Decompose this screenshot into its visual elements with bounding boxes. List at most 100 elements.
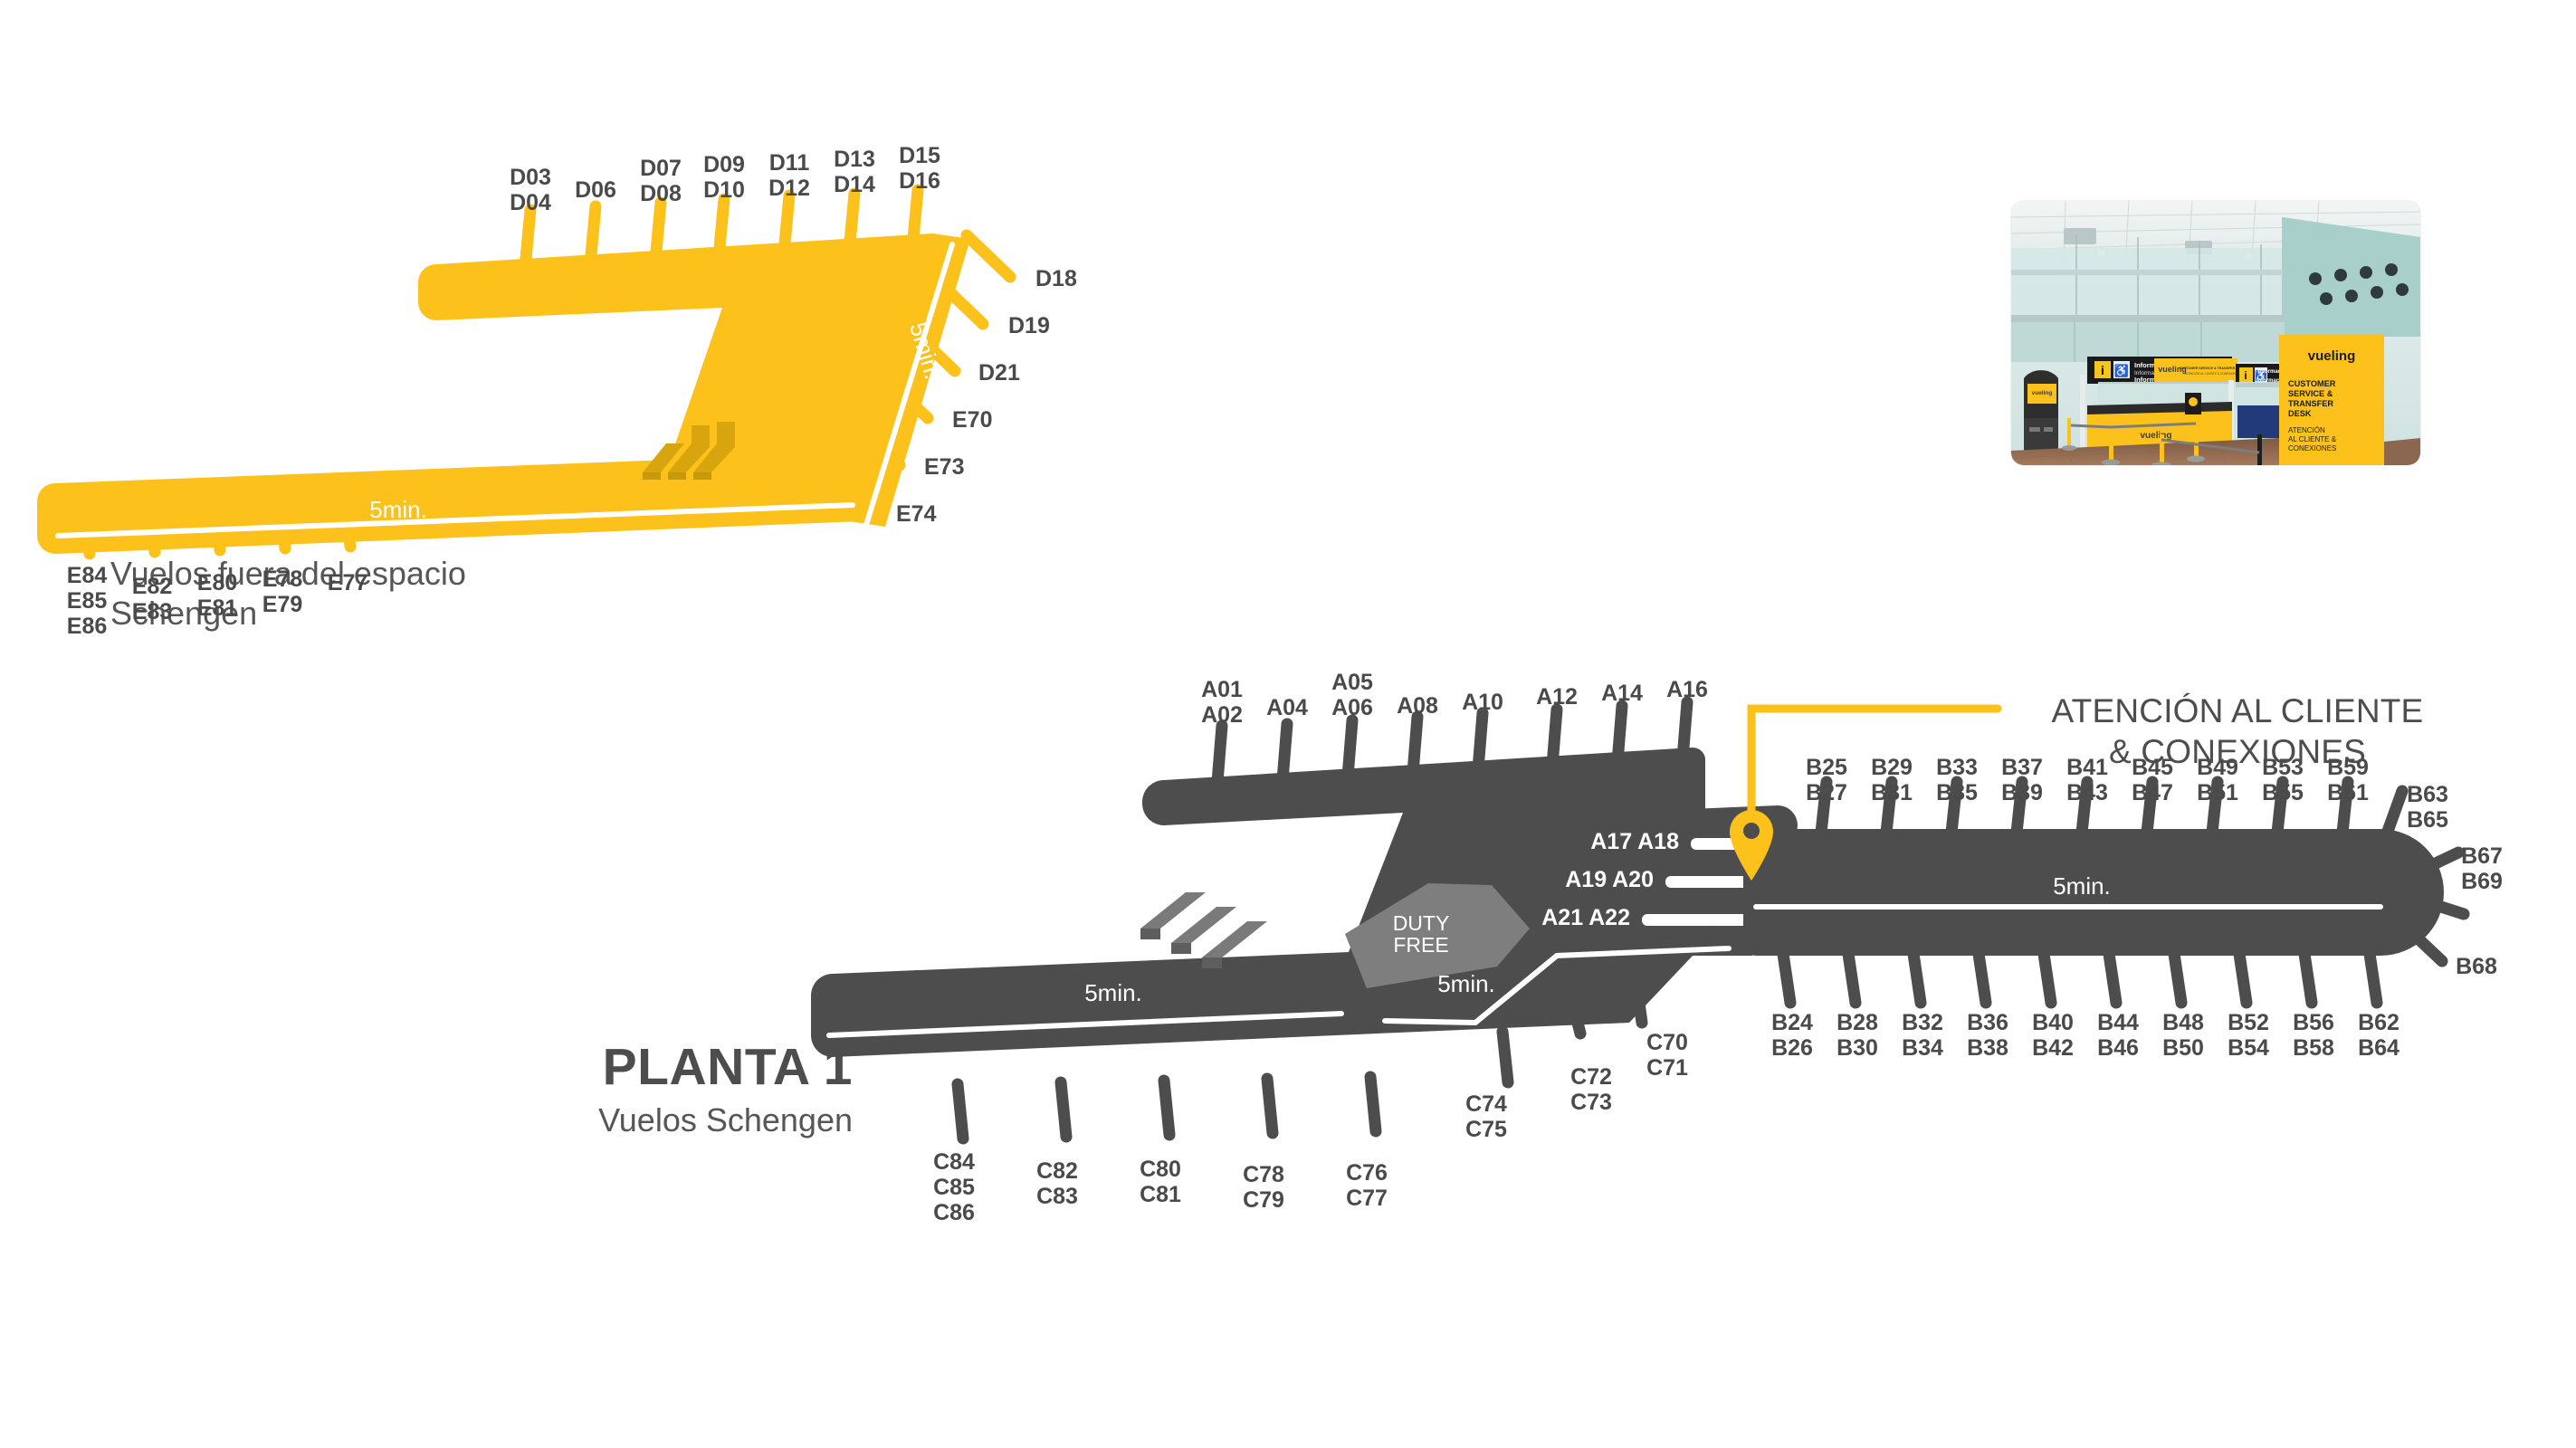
svg-text:vueling: vueling [2032, 390, 2053, 396]
planta3-walktime-bottom: 5min. [369, 496, 427, 523]
planta3-walkway-diagonal [863, 242, 955, 528]
planta1-c-mid-labels: C70 C71 C72 C73 C74 C75 [1465, 1030, 1688, 1142]
planta1-title: PLANTA 1 [602, 1038, 853, 1096]
sign-informacion: Información [2134, 376, 2173, 384]
gate-label: A21 A22 [1541, 905, 1630, 930]
gate-label: A04 [1266, 695, 1308, 720]
planta3-subtitle-line1: Vuelos fuera del espacio [110, 554, 466, 592]
gate-label: B39 [2001, 780, 2043, 805]
planta1-map[interactable]: DUTY FREE 5min. 5min. 5min. A01 A02 A04 … [811, 670, 2503, 1358]
gate-label: B48 [2162, 1010, 2204, 1035]
gate-label: C75 [1465, 1117, 1507, 1142]
gate-label: B38 [1967, 1035, 2008, 1061]
gate-label: C86 [933, 1200, 975, 1225]
gate-label: B43 [2066, 780, 2108, 805]
gate-label: C74 [1465, 1091, 1507, 1117]
planta3-subtitle-line2: Schengen [110, 594, 258, 632]
gate-label: B27 [1806, 780, 1847, 805]
callout-line1: ATENCIÓN AL CLIENTE [2051, 692, 2424, 729]
svg-text:♿: ♿ [2114, 364, 2129, 377]
planta3-walkway-bottom [55, 502, 855, 538]
planta1-a-finger-group [1211, 696, 1693, 788]
planta3-map[interactable]: 5min. 5min. D03 D04 D06 D07 D08 D09 D10 … [37, 143, 1575, 652]
gate-label: B69 [2461, 869, 2503, 894]
gate-label: E73 [924, 454, 964, 480]
queue-barrier-belts [2070, 422, 2260, 454]
gate-label: B56 [2293, 1010, 2334, 1035]
svg-text:CUSTOMER: CUSTOMER [2288, 379, 2336, 388]
planta3-diagonal-labels: D18 D19 D21 E70 E73 E74 [896, 266, 1077, 527]
callout-line2: & CONEXIONES [2108, 733, 2367, 771]
svg-text:TRANSFER: TRANSFER [2288, 399, 2333, 408]
planta1-a-labels: A01 A02 A04 A05 A06 A08 A10 A12 A14 A16 [1201, 670, 1708, 728]
gate-label: D16 [899, 168, 940, 194]
duty-free-label-line1: DUTY [1393, 911, 1450, 935]
planta1-walktime-right: 5min. [2053, 872, 2111, 900]
gate-label: D11 [769, 150, 810, 176]
gate-label: D19 [1008, 313, 1050, 338]
duty-free-label-line2: FREE [1393, 933, 1448, 957]
svg-text:Informació: Informació [2258, 369, 2286, 375]
planta3-escalator-icon [643, 422, 735, 480]
svg-text:SERVICE &: SERVICE & [2288, 389, 2333, 398]
gate-label: A14 [1601, 681, 1643, 706]
svg-text:♿: ♿ [2255, 370, 2267, 382]
planta1-b-bottom-labels: B24 B26 B28 B30 B32 B34 B36 B38 B40 B42 … [1771, 1010, 2399, 1061]
gate-label: A01 [1201, 677, 1243, 702]
gate-label: B33 [1936, 755, 1978, 780]
gate-label: B25 [1806, 755, 1847, 780]
vueling-banner [2154, 358, 2237, 382]
gate-label: C83 [1036, 1184, 1078, 1209]
gate-label: B51 [2197, 780, 2238, 805]
gate-label: E83 [132, 599, 172, 624]
gate-label: D03 [510, 165, 551, 190]
svg-text:DESK: DESK [2288, 409, 2312, 418]
planta3-concourse-body[interactable] [37, 233, 945, 554]
planta1-walktime-left: 5min. [1084, 979, 1142, 1006]
gate-label: D10 [703, 177, 745, 203]
gate-label: C84 [933, 1149, 975, 1175]
customer-service-callout[interactable] [1489, 701, 2050, 937]
map-pin-icon[interactable] [1730, 810, 1773, 881]
gate-label: E77 [328, 570, 367, 595]
planta1-a-inner-labels: A17 A18 A19 A20 A21 A22 [1541, 829, 1679, 930]
gate-label: B54 [2228, 1035, 2269, 1061]
gate-label: C71 [1646, 1055, 1688, 1081]
sign-informacio: Informació [2134, 361, 2170, 369]
planta1-a-inner-pier[interactable] [1512, 805, 1798, 932]
gate-label: B35 [1936, 780, 1978, 805]
gate-label: B58 [2293, 1035, 2334, 1061]
customer-service-photo[interactable]: i ♿ Informació Information Información v… [2011, 201, 2420, 465]
gate-label: B61 [2327, 780, 2369, 805]
planta1-title-block: PLANTA 1 Vuelos Schengen [527, 1038, 853, 1140]
gate-label: C79 [1243, 1187, 1284, 1213]
sign-information: Information [2134, 370, 2164, 376]
gate-label: C82 [1036, 1158, 1078, 1184]
planta1-b-end-labels: B67 B69 B68 [2456, 843, 2503, 979]
gate-label: B42 [2032, 1035, 2074, 1061]
planta3-subtitle: Vuelos fuera del espacio Schengen [110, 554, 466, 634]
planta1-subtitle: Vuelos Schengen [527, 1100, 853, 1140]
gate-label: B24 [1771, 1010, 1813, 1035]
callout-connector-line [1747, 704, 2002, 833]
gate-label: B50 [2162, 1035, 2204, 1061]
gate-label: E70 [952, 407, 992, 433]
svg-text:AL CLIENTE &: AL CLIENTE & [2288, 435, 2337, 443]
gate-label: B62 [2358, 1010, 2399, 1035]
callout-label: ATENCIÓN AL CLIENTE & CONEXIONES [2002, 691, 2473, 772]
gate-label: B47 [2132, 780, 2173, 805]
planta1-b-pier[interactable] [1743, 829, 2444, 956]
pillar-subheading: ATENCIÓN AL CLIENTE & CONEXIONES [2288, 426, 2337, 452]
gate-label: C81 [1140, 1182, 1181, 1207]
planta1-b-top-labels: B25 B27 B29 B31 B33 B35 B37 B39 B41 B43 … [1806, 755, 2448, 833]
svg-text:CUSTOMER SERVICE & TRANSFER DE: CUSTOMER SERVICE & TRANSFER DESK [2180, 367, 2246, 370]
planta1-escalator-icon [1140, 892, 1267, 968]
planta1-c-bottom-finger-group [951, 1071, 1382, 1145]
gate-label: B67 [2461, 843, 2503, 869]
gate-label: D04 [510, 190, 551, 215]
planta1-b-bottom-finger-group [1777, 948, 2383, 1009]
planta1-duty-free-zone[interactable] [1345, 883, 1530, 988]
gate-label: B59 [2327, 755, 2369, 780]
planta1-walkway-mid [1382, 946, 1732, 1026]
